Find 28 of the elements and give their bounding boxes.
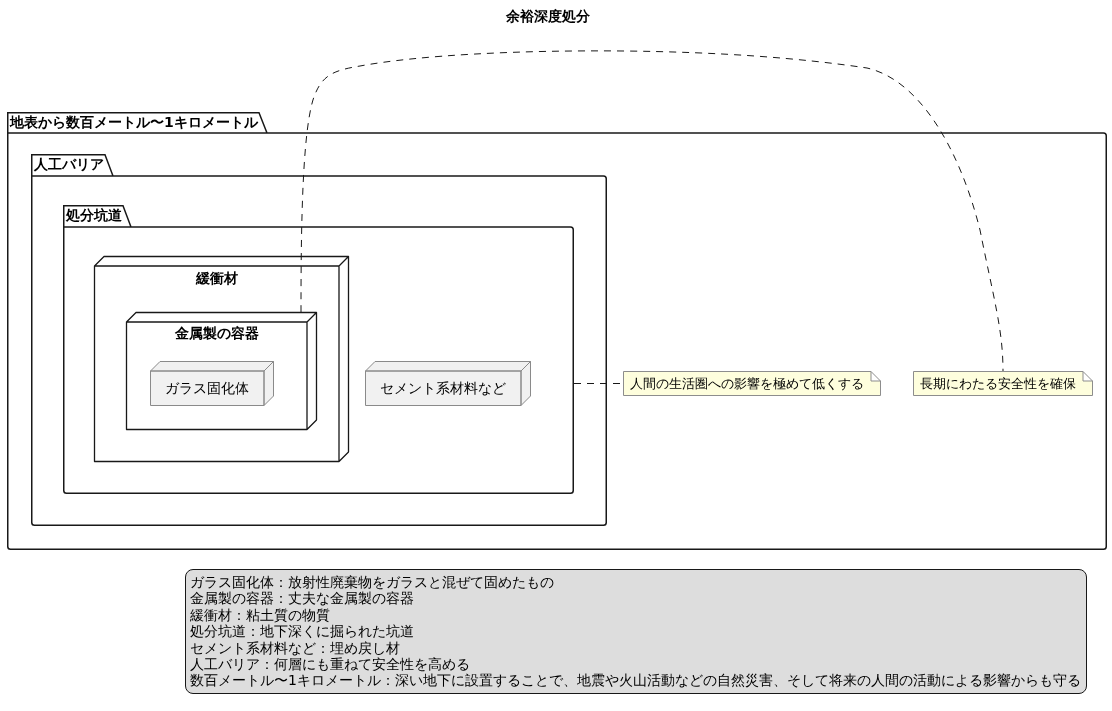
package-title: 人工バリア <box>34 156 104 173</box>
legend-text: ガラス固化体：放射性廃棄物をガラスと混ぜて固めたもの <box>190 574 555 591</box>
package-frame <box>7 112 1107 550</box>
note <box>913 371 1093 396</box>
package-title: 処分坑道 <box>66 207 122 224</box>
node-label: セメント系材料など <box>380 380 506 397</box>
note-text: 人間の生活圏への影響を極めて低くする <box>630 375 864 392</box>
dashed-connector <box>300 50 1004 372</box>
node-box <box>94 256 349 462</box>
legend-text: 人工バリア：何層にも重ねて安全性を高める <box>190 656 471 673</box>
node-box <box>365 361 531 406</box>
legend-text: 緩衝材：粘土質の物質 <box>190 606 331 624</box>
legend-text: セメント系材料など：埋め戻し材 <box>190 639 401 657</box>
package-frame <box>63 205 574 494</box>
package-title: 地表から数百メートル〜1キロメートル <box>10 114 258 131</box>
legend-text: 金属製の容器：丈夫な金属製の容器 <box>190 590 415 607</box>
note-text: 長期にわたる安全性を確保 <box>920 375 1076 392</box>
diagram-title: 余裕深度処分 <box>506 8 590 25</box>
node-label: ガラス固化体 <box>165 380 249 397</box>
node-box <box>126 312 317 430</box>
package-frame <box>31 154 607 526</box>
node-label: 金属製の容器 <box>174 325 259 342</box>
node-box <box>150 361 274 406</box>
note <box>623 371 881 396</box>
node-label: 緩衝材 <box>195 270 238 287</box>
legend-text: 数百メートル〜1キロメートル：深い地下に設置することで、地震や火山活動などの自然災害、そして将来の人間の活動による影響からも守る <box>190 672 1081 689</box>
legend-panel <box>185 569 1087 694</box>
legend-text: 処分坑道：地下深くに掘られた坑道 <box>190 623 415 640</box>
